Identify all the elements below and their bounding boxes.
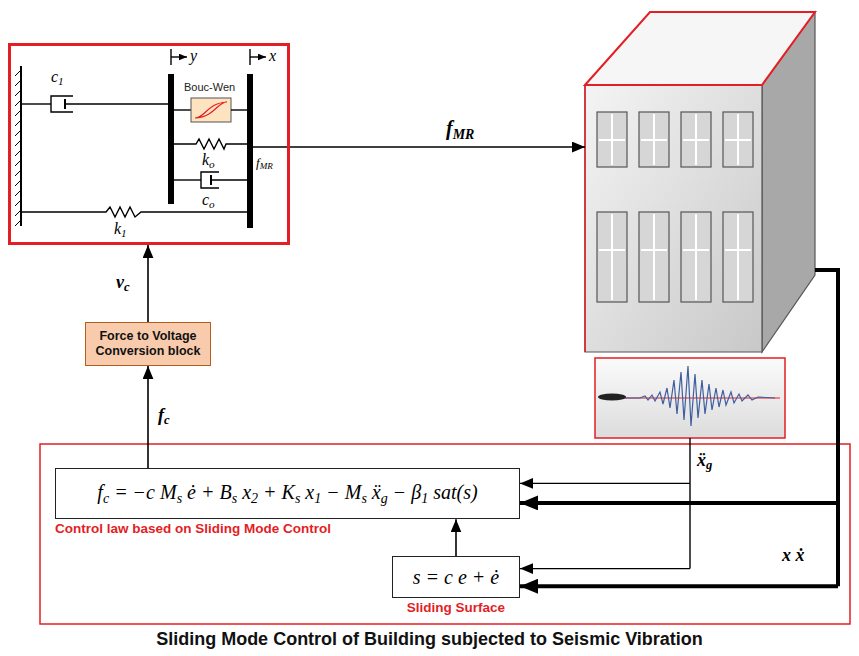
building-roof [585,12,815,85]
damping-symbol: co [202,191,215,211]
subscript: s [177,491,182,506]
subscript: g [381,491,388,506]
window [681,112,711,167]
controller-region [40,444,850,624]
control-law-equation: fc = −c Ms ė + Bs x2 + Ks x1 − Ms ẍg − β… [70,480,505,507]
dashpot-rod [211,179,247,180]
window-bars [599,114,751,300]
window-bar [641,139,667,141]
box-caption: Sliding Surface [407,600,505,616]
mr-damper-model [15,49,266,228]
link [231,109,247,110]
block-title: Force to Voltage Conversion block [90,329,206,359]
subscript: 1 [421,491,428,506]
state-feedback-line [815,270,838,586]
displacement-symbol: y [190,47,197,65]
signal-arrow [455,519,457,556]
force-label: fMR [446,117,474,143]
window-bar [641,249,667,251]
window [597,112,627,167]
subscript: c [164,413,170,427]
subscript: MR [453,127,475,142]
subscript: 1 [121,227,127,239]
subscript: o [209,198,215,210]
building-front [585,85,762,352]
signal-label: fc [158,405,170,428]
stiffness-symbol: ko [202,151,215,171]
force-arrow [253,146,585,148]
window-bar [599,139,625,141]
mr-damper-box: y xBouc-Wen c1 ko co k1 fMR [8,43,290,245]
signal-label: ẍg [697,450,712,473]
window-bar [599,249,625,251]
sensor-pen [598,394,626,401]
box-caption: Control law based on Sliding Mode Contro… [55,521,331,537]
subscript: MR [260,161,273,171]
left-plate [168,74,174,204]
window-row [597,112,753,302]
spring-symbol [174,139,247,149]
dashpot-rod [174,179,201,180]
window-bar [683,249,709,251]
right-plate [247,74,253,228]
subscript: 1 [314,491,321,506]
control-law-box: fc = −c Ms ė + Bs x2 + Ks x1 − Ms ẍg − β… [55,468,520,519]
subscript: 1 [58,75,64,87]
dashpot-rod [21,103,51,104]
ground-motion-arrow [520,568,690,569]
stiffness-symbol: k1 [114,220,127,240]
link [174,109,191,110]
window [723,112,753,167]
subscript: o [209,158,215,170]
sliding-surface-box: s = c e + ėSliding Surface [392,556,520,598]
building-edge [584,85,586,352]
window [639,112,669,167]
subscript: s [295,491,300,506]
subscript: s [232,491,237,506]
seismogram-picture [595,358,785,438]
figure-caption: Sliding Mode Control of Building subject… [0,629,859,650]
displacement-arrow [250,56,266,57]
window-bar [653,214,655,300]
subscript: s [361,491,366,506]
subscript: 2 [251,491,258,506]
signal-arrow [147,245,149,322]
conversion-block: Force to Voltage Conversion block [85,322,211,366]
window-bar [611,214,613,300]
window [639,212,669,302]
damping-symbol: c1 [51,68,64,88]
window-bar [695,214,697,300]
seismic-wave [625,366,775,426]
hysteresis-loop [195,102,227,118]
signal-label: x ẋ [782,545,805,566]
subscript: c [103,491,109,506]
window-bar [725,249,751,251]
signal-label: vc [116,272,130,295]
state-feedback-arrow [520,501,838,505]
picture-frame [595,358,785,438]
displacement-symbol: x [269,47,276,65]
wall-hatch [15,70,21,226]
building-illustration [585,12,815,352]
window-bar [725,139,751,141]
dashpot-rod [65,103,168,104]
sliding-surface-equation: s = c e + ė [405,565,507,589]
signal-arrow [147,366,149,468]
window [723,212,753,302]
bouc-wen-block [191,98,231,122]
window-bar [683,139,709,141]
state-feedback-arrow [520,584,838,588]
displacement-arrow [171,56,187,57]
window [597,212,627,302]
element-name: Bouc-Wen [184,81,235,94]
subscript: g [706,458,712,472]
force-symbol: fMR [256,156,273,172]
window [681,212,711,302]
subscript: c [124,280,130,294]
window-bar [737,214,739,300]
ground-motion-arrow [520,483,690,484]
